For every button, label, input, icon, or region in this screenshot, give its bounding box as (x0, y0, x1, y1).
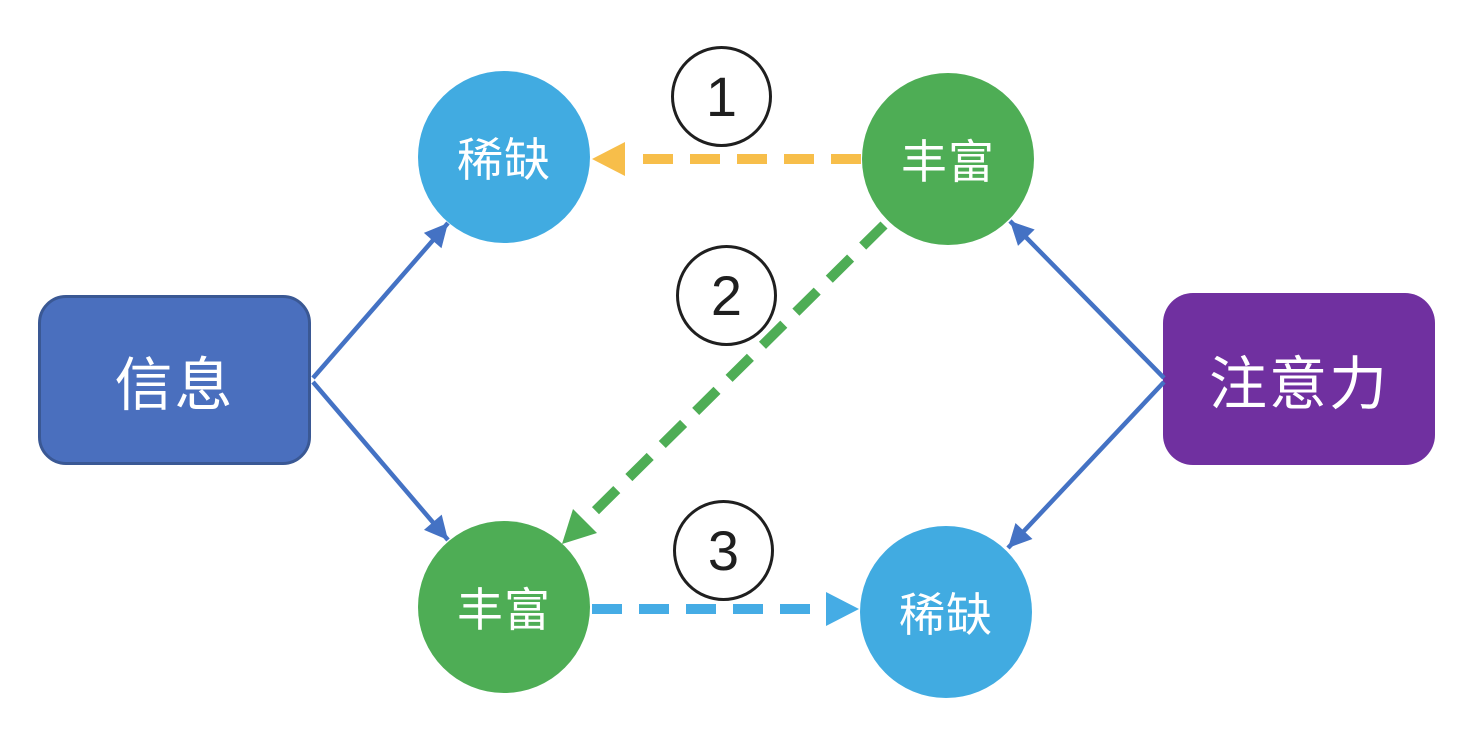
node-information: 信息 (38, 295, 311, 465)
circle-scarce-top: 稀缺 (418, 71, 590, 243)
node-information-label: 信息 (114, 353, 235, 418)
arrow-attention-to-scarce-bottom (1006, 380, 1166, 550)
circle-abundant-bottom-label: 丰富 (457, 584, 551, 636)
arrow-info-to-abundant-bottom (311, 380, 450, 542)
circle-abundant-bottom: 丰富 (418, 521, 590, 693)
dashed-arrow-step3-head-icon (826, 592, 859, 626)
badge-step-2: 2 (676, 245, 777, 346)
badge-step-1: 1 (671, 46, 772, 147)
node-attention-label: 注意力 (1208, 352, 1389, 417)
badge-step-3-label: 3 (707, 519, 740, 582)
arrow-info-to-scarce-top (311, 221, 450, 380)
dashed-arrow-step1-head-icon (592, 142, 625, 176)
dashed-arrow-step2-head-icon (562, 509, 597, 544)
circle-abundant-top: 丰富 (862, 73, 1034, 245)
badge-step-2-label: 2 (710, 264, 743, 327)
badge-step-3: 3 (673, 500, 774, 601)
arrow-attention-to-abundant-top (1008, 219, 1166, 380)
badge-step-1-label: 1 (705, 65, 738, 128)
circle-scarce-top-label: 稀缺 (457, 134, 551, 186)
circle-abundant-top-label: 丰富 (901, 136, 995, 188)
circle-scarce-bottom: 稀缺 (860, 526, 1032, 698)
circle-scarce-bottom-label: 稀缺 (899, 589, 993, 641)
node-attention: 注意力 (1163, 293, 1435, 465)
